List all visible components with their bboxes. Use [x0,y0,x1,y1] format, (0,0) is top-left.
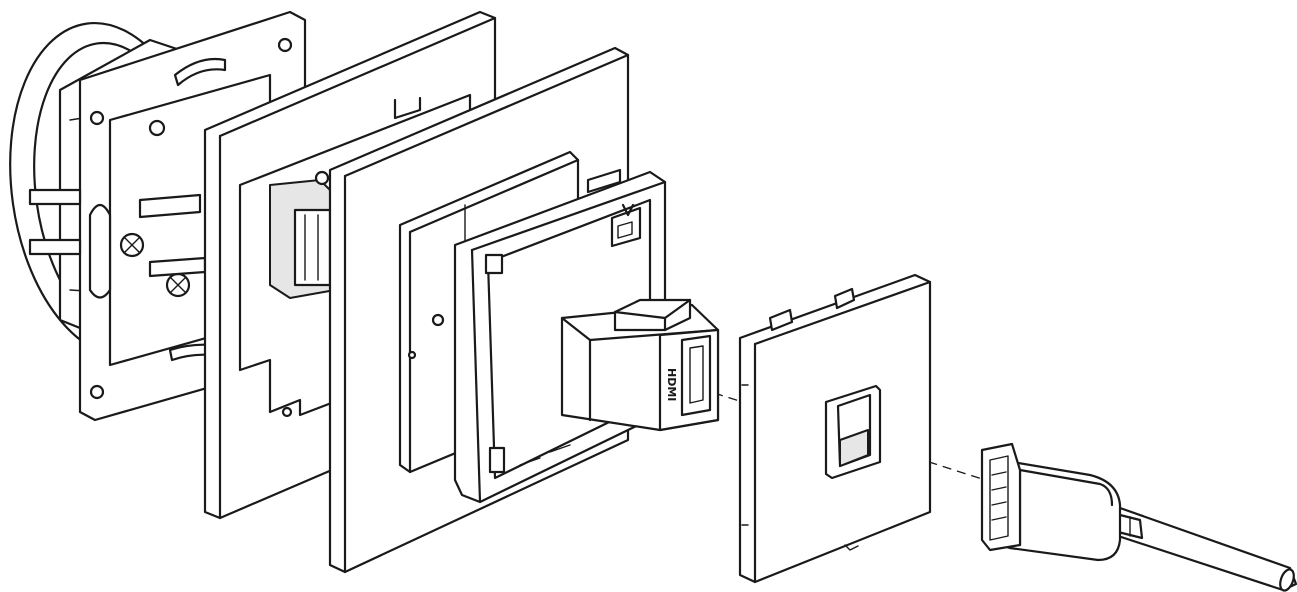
cover-plate [738,273,932,584]
hdmi-connector-module: HDMI [560,298,720,432]
hdmi-module-marking: HDMI [665,368,678,401]
hdmi-plug-cable [980,442,1297,592]
